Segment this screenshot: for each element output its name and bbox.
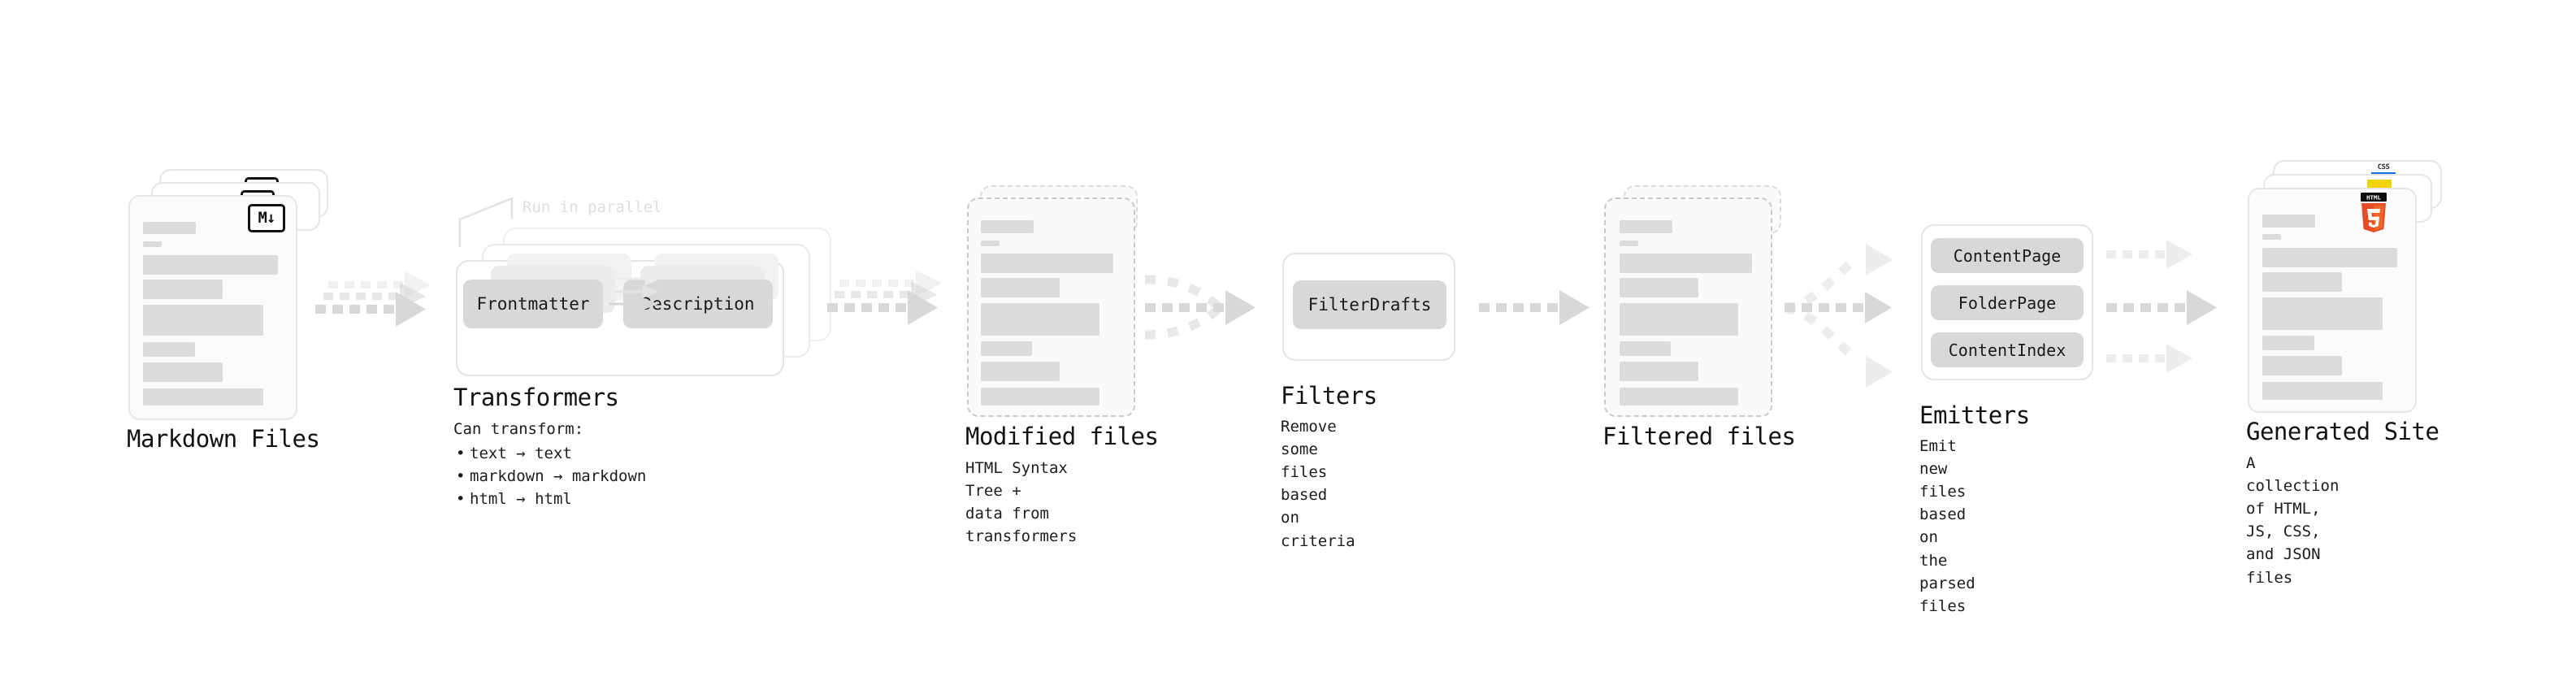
capability-item: text → text [456, 442, 646, 465]
capability-item: html → html [456, 488, 646, 510]
skeleton-line [2262, 234, 2281, 240]
contentpage-chip[interactable]: ContentPage [1931, 238, 2084, 273]
skeleton-line [1620, 341, 1671, 356]
stage-title: Transformers [453, 384, 619, 411]
stage-subtitle: A collection of HTML, JS, CSS, and JSON … [2246, 454, 2340, 587]
skeleton-line [1620, 303, 1738, 336]
capability-item: markdown → markdown [456, 465, 646, 488]
stage-title: Markdown Files [127, 425, 320, 453]
css-badge-label: CSS [2377, 163, 2390, 171]
skeleton-line [2262, 297, 2383, 330]
run-in-parallel-label: Run in parallel [523, 198, 662, 216]
skeleton-line [143, 342, 195, 357]
skeleton-line [981, 341, 1032, 356]
skeleton-line [2262, 382, 2383, 400]
skeleton-line [143, 362, 223, 382]
skeleton-line [143, 222, 196, 234]
html5-badge: HTML [2356, 193, 2392, 233]
skeleton-line [2262, 272, 2342, 292]
stage-subtitle: HTML Syntax Tree + data from transformer… [965, 459, 1078, 546]
stage-title: Modified files [965, 423, 1159, 450]
svg-text:HTML: HTML [2366, 194, 2381, 202]
transformers-capabilities: Can transform: text → text markdown → ma… [453, 418, 646, 511]
stage-title: Filtered files [1602, 423, 1796, 450]
skeleton-line [981, 388, 1099, 406]
stage-subtitle: Emit new files based on the parsed files [1919, 437, 1975, 615]
skeleton-line [143, 305, 263, 336]
skeleton-line [981, 303, 1099, 336]
description-chip[interactable]: Description [623, 280, 773, 328]
markdown-badge: M↓ [248, 204, 285, 232]
skeleton-line [143, 388, 263, 406]
skeleton-line [981, 278, 1060, 297]
skeleton-line [2262, 215, 2315, 228]
skeleton-line [2262, 356, 2342, 375]
filterdrafts-chip[interactable]: FilterDrafts [1293, 280, 1446, 329]
skeleton-line [143, 241, 162, 247]
skeleton-line [981, 241, 1000, 246]
skeleton-line [1620, 362, 1698, 381]
capabilities-lead: Can transform: [453, 420, 584, 438]
stage-title: Filters [1281, 382, 1377, 410]
skeleton-line [2262, 248, 2397, 267]
frontmatter-chip[interactable]: Frontmatter [463, 280, 603, 328]
stage-subtitle: Remove some files based on criteria [1281, 418, 1355, 550]
skeleton-line [1620, 241, 1638, 246]
skeleton-line [143, 280, 223, 299]
contentindex-chip[interactable]: ContentIndex [1931, 332, 2084, 367]
folderpage-chip[interactable]: FolderPage [1931, 285, 2084, 320]
stage-title: Generated Site [2246, 418, 2439, 445]
skeleton-line [1620, 388, 1738, 406]
stage-title: Emitters [1919, 401, 2030, 429]
skeleton-line [1620, 254, 1752, 273]
skeleton-line [2262, 336, 2314, 350]
skeleton-line [981, 362, 1060, 381]
skeleton-line [981, 254, 1113, 273]
skeleton-line [981, 220, 1034, 233]
skeleton-line [1620, 220, 1672, 233]
skeleton-line [1620, 278, 1698, 297]
skeleton-line [143, 255, 278, 275]
